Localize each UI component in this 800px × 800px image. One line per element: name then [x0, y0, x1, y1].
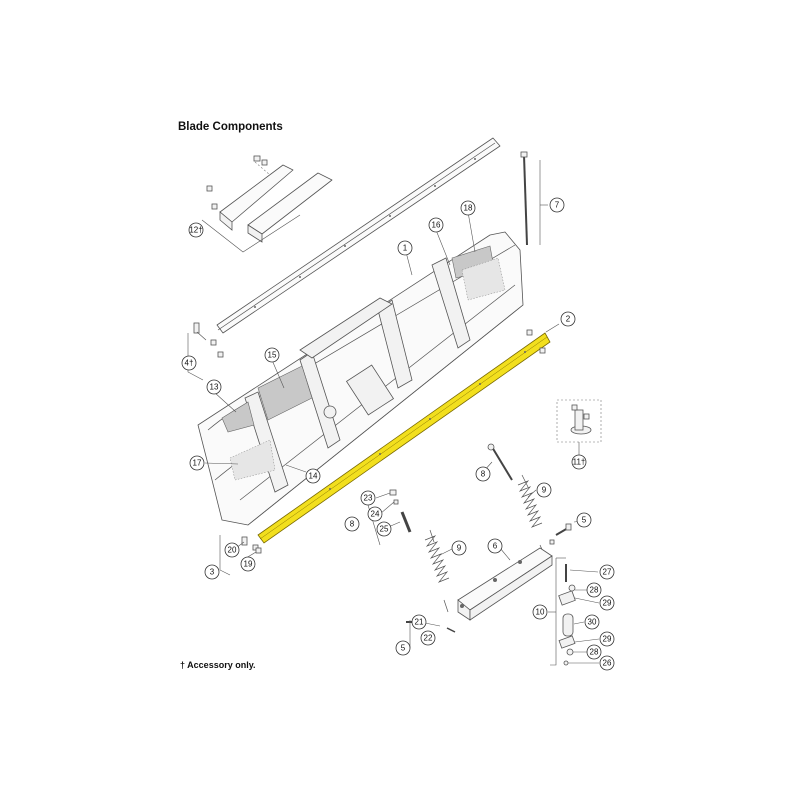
footnote: † Accessory only. [180, 660, 256, 670]
callout-17: 17 [189, 455, 205, 471]
callout-24: 24 [367, 506, 383, 522]
svg-text:28: 28 [590, 586, 599, 595]
svg-text:16: 16 [432, 221, 441, 230]
callout-13: 13 [206, 379, 222, 395]
callout-5-left: 5 [395, 640, 411, 656]
svg-text:8: 8 [481, 470, 486, 479]
callout-7: 7 [549, 197, 565, 213]
callout-12: 12† [188, 222, 204, 238]
svg-text:8: 8 [350, 520, 355, 529]
callout-5-right: 5 [576, 512, 592, 528]
svg-text:2: 2 [566, 315, 571, 324]
callout-4: 4† [181, 355, 197, 371]
callout-16: 16 [428, 217, 444, 233]
callout-1: 1 [397, 240, 413, 256]
callout-2: 2 [560, 311, 576, 327]
svg-text:11†: 11† [573, 458, 586, 467]
svg-text:19: 19 [244, 560, 253, 569]
svg-text:1: 1 [403, 244, 408, 253]
callout-9-left: 9 [451, 540, 467, 556]
callout-6: 6 [487, 538, 503, 554]
svg-text:22: 22 [424, 634, 433, 643]
bolt-group-5-right [549, 520, 584, 545]
callout-10: 10 [532, 604, 548, 620]
pin-assembly-11 [556, 399, 602, 455]
callout-8-lower: 8 [344, 516, 360, 532]
callout-9-right: 9 [536, 482, 552, 498]
cutting-edge-top [216, 137, 501, 334]
svg-text:24: 24 [371, 510, 380, 519]
svg-text:29: 29 [603, 599, 612, 608]
shoe-brackets [201, 155, 333, 253]
svg-text:3: 3 [210, 568, 215, 577]
callout-29-lower: 29 [599, 631, 615, 647]
cutting-edge-bottom [257, 332, 551, 544]
callout-3: 3 [204, 564, 220, 580]
eyebolt-8 [487, 443, 513, 481]
callout-26: 26 [599, 655, 615, 671]
frame-bracket [457, 547, 553, 621]
svg-text:23: 23 [364, 494, 373, 503]
springs [424, 474, 546, 613]
svg-text:28: 28 [590, 648, 599, 657]
svg-text:29: 29 [603, 635, 612, 644]
svg-text:17: 17 [193, 459, 202, 468]
svg-text:6: 6 [493, 542, 498, 551]
callout-25: 25 [376, 521, 392, 537]
svg-text:9: 9 [542, 486, 547, 495]
svg-text:10: 10 [536, 608, 545, 617]
svg-text:20: 20 [228, 546, 237, 555]
svg-text:9: 9 [457, 544, 462, 553]
svg-text:5: 5 [582, 516, 587, 525]
svg-text:4†: 4† [185, 359, 194, 368]
page-title: Blade Components [178, 121, 283, 133]
svg-text:30: 30 [588, 618, 597, 627]
pin-stack-10 [548, 557, 576, 666]
svg-text:7: 7 [555, 201, 560, 210]
pivot-rod [520, 151, 548, 246]
svg-text:15: 15 [268, 351, 277, 360]
callout-21: 21 [411, 614, 427, 630]
callout-22: 22 [420, 630, 436, 646]
callout-28-upper: 28 [586, 582, 602, 598]
callout-15: 15 [264, 347, 280, 363]
callout-18: 18 [460, 200, 476, 216]
svg-text:18: 18 [464, 204, 473, 213]
callout-27: 27 [599, 564, 615, 580]
callout-14: 14 [305, 468, 321, 484]
bolt-group-4 [187, 322, 224, 381]
callout-8-upper: 8 [475, 466, 491, 482]
svg-text:13: 13 [210, 383, 219, 392]
callout-20: 20 [224, 542, 240, 558]
callout-19: 19 [240, 556, 256, 572]
callout-11: 11† [571, 454, 587, 470]
svg-text:21: 21 [415, 618, 424, 627]
callout-29-upper: 29 [599, 595, 615, 611]
svg-text:5: 5 [401, 644, 406, 653]
svg-text:26: 26 [603, 659, 612, 668]
svg-text:12†: 12† [189, 226, 202, 235]
svg-text:27: 27 [603, 568, 612, 577]
svg-text:25: 25 [380, 525, 389, 534]
svg-text:14: 14 [309, 472, 318, 481]
bolt-group-3 [219, 535, 262, 576]
callout-30: 30 [584, 614, 600, 630]
callout-23: 23 [360, 490, 376, 506]
moldboard [197, 231, 524, 526]
callout-28-lower: 28 [586, 644, 602, 660]
